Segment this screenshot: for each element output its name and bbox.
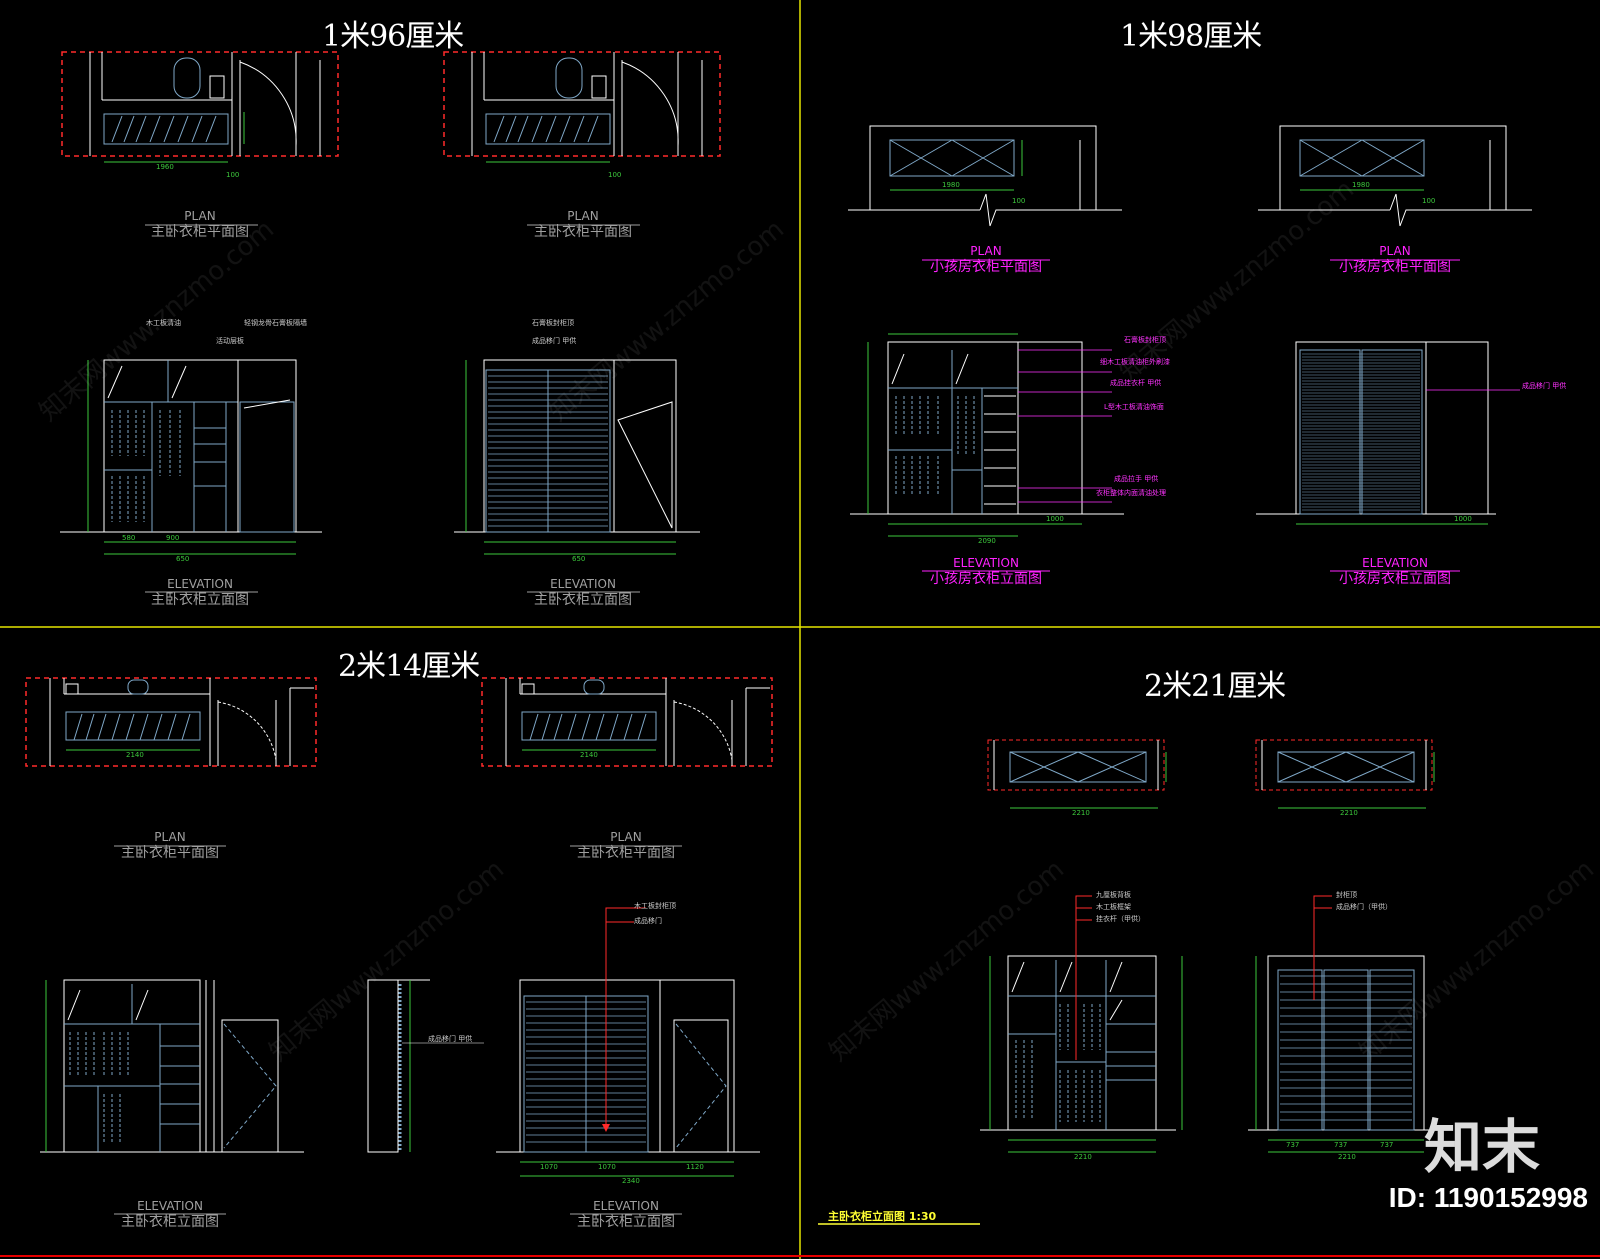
q2-elev-cn: 小孩房衣柜立面图 [930,571,1042,587]
dimension-label: 1070 [540,1163,558,1171]
q2-note: 成品拉手 甲供 [1114,475,1159,483]
q3-elev-en: ELEVATION [137,1199,203,1213]
q3-note: 成品移门 [634,917,662,925]
q3-section [367,979,484,1153]
q4-note: 木工板框架 [1096,903,1131,911]
dimension-label: 1960 [156,163,174,171]
q1-plan-left [61,51,339,163]
dimension-label: 2210 [1340,809,1358,817]
q3-note: 成品移门 甲供 [428,1035,473,1043]
brand-logo: 知末 [1423,1113,1540,1181]
dimension-label: 2340 [622,1177,640,1185]
q3-elev-en-2: ELEVATION [593,1199,659,1213]
q1-plan-right [443,51,721,163]
dimension-label: 737 [1380,1141,1394,1149]
q1-plan-en-2: PLAN [567,209,599,223]
dimension-label: 2090 [978,537,996,545]
dimension-label: 1980 [942,181,960,189]
q4-plan-left [987,739,1167,809]
q2-note: 石膏板封柜顶 [1124,336,1166,344]
q1-elev-cn: 主卧衣柜立面图 [151,592,249,608]
dimension-label: 2210 [1072,809,1090,817]
q2-note: 成品挂衣杆 甲供 [1110,379,1162,387]
dimension-label: 1000 [1046,515,1064,523]
dimension-label: 1120 [686,1163,704,1171]
q4-note: 成品移门（甲供） [1336,903,1392,911]
q2-elev-en-2: ELEVATION [1362,556,1428,570]
q1-note: 木工板清油 [146,319,181,327]
q1-plan-cn-2: 主卧衣柜平面图 [534,224,632,240]
q4-plan-right [1255,739,1435,809]
q4-note: 封柜顶 [1336,891,1357,899]
dimension-label: 100 [1012,197,1026,205]
q1-elevation-right [454,359,700,555]
q2-plan-left [848,125,1122,227]
q2-note: 细木工板清油柜外刷漆 [1100,358,1170,366]
q3-plan-en: PLAN [154,830,186,844]
q1-note: 石膏板封柜顶 [532,319,574,327]
q4-note: 九厘板背板 [1096,891,1131,899]
q2-elevation-right [1256,341,1520,525]
q2-plan-en: PLAN [970,244,1002,258]
q4-title: 2米21厘米 [1144,669,1286,704]
dimension-label: 100 [608,171,622,179]
q2-plan-cn: 小孩房衣柜平面图 [930,259,1042,275]
dimension-label: 1980 [1352,181,1370,189]
q3-elev-cn: 主卧衣柜立面图 [121,1214,219,1230]
q2-plan-en-2: PLAN [1379,244,1411,258]
q2-elev-en: ELEVATION [953,556,1019,570]
q1-plan-en: PLAN [184,209,216,223]
drawing-footer-title: 主卧衣柜立面图 1:30 [828,1210,937,1223]
q1-title: 1米96厘米 [322,19,464,54]
dimension-label: 2210 [1074,1153,1092,1161]
q3-plan-right [481,677,773,767]
q3-title: 2米14厘米 [338,649,480,684]
dimension-label: 2140 [126,751,144,759]
q1-note: 活动层板 [216,337,244,345]
q1-note: 轻钢龙骨石膏板隔墙 [244,319,307,327]
dimension-label: 900 [166,534,180,542]
dimension-label: 1000 [1454,515,1472,523]
q3-plan-left [25,677,317,767]
q1-elevation-left [60,359,322,555]
q1-elev-en-2: ELEVATION [550,577,616,591]
dimension-label: 737 [1286,1141,1300,1149]
q2-plan-cn-2: 小孩房衣柜平面图 [1339,259,1451,275]
dimension-label: 650 [176,555,190,563]
dimension-label: 2140 [580,751,598,759]
dimension-label: 100 [1422,197,1436,205]
q2-note: L型木工板清油饰面 [1104,403,1164,411]
q1-note: 成品移门 甲供 [532,337,577,345]
q2-elevation-left [850,333,1124,537]
dimension-label: 2210 [1338,1153,1356,1161]
q1-elev-en: ELEVATION [167,577,233,591]
dimension-label: 1070 [598,1163,616,1171]
q3-elevation-right [496,907,760,1177]
q1-elev-cn-2: 主卧衣柜立面图 [534,592,632,608]
q2-note: 成品移门 甲供 [1522,382,1567,390]
q2-title: 1米98厘米 [1120,19,1262,54]
dimension-label: 100 [226,171,240,179]
q4-elevation-right [1248,895,1440,1153]
q4-elevation-left [980,895,1183,1153]
dimension-label: 650 [572,555,586,563]
q3-elev-cn-2: 主卧衣柜立面图 [577,1214,675,1230]
q1-plan-cn: 主卧衣柜平面图 [151,224,249,240]
q4-note: 挂衣杆（甲供） [1096,915,1145,923]
q3-plan-cn: 主卧衣柜平面图 [121,845,219,861]
image-id: ID: 1190152998 [1388,1182,1588,1213]
q3-plan-en-2: PLAN [610,830,642,844]
q3-note: 木工板封柜顶 [634,902,676,910]
q3-plan-cn-2: 主卧衣柜平面图 [577,845,675,861]
dimension-label: 580 [122,534,136,542]
dimension-label: 737 [1334,1141,1348,1149]
q3-elevation-left [40,979,304,1153]
q2-plan-right [1258,125,1532,227]
q2-elev-cn-2: 小孩房衣柜立面图 [1339,571,1451,587]
q2-note: 衣柜整体内面清油处理 [1096,489,1166,497]
